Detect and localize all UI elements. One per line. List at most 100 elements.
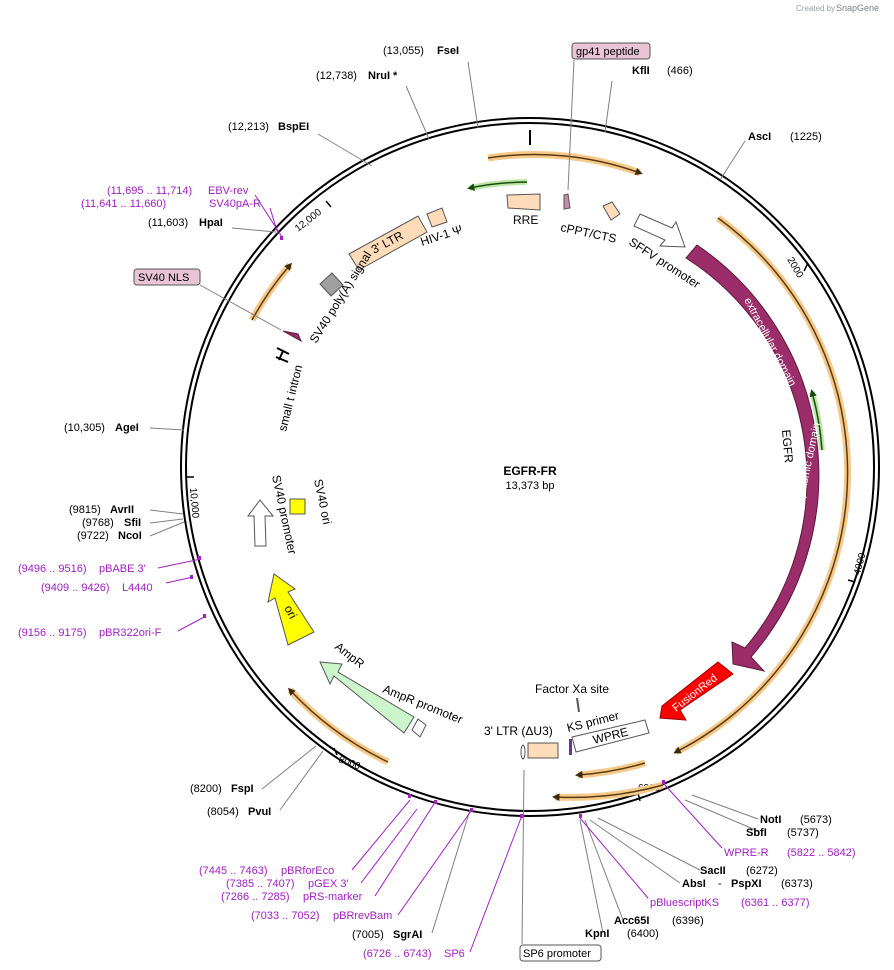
backbone-circle (180, 117, 880, 817)
extracellular-domain-label: extracellular domain (741, 296, 798, 389)
site-ncoi: NcoI (118, 530, 142, 542)
plasmid-size: 13,373 bp (506, 480, 555, 492)
rre-label: RRE (513, 213, 538, 227)
restriction-sites: (13,055) FseI (12,738) NruI * (12,213) B… (64, 45, 832, 941)
site-fspi: FspI (231, 783, 254, 795)
site-sgrai: SgrAI (393, 929, 422, 941)
site-avrii-pos: (9815) (69, 504, 101, 516)
primer-pbr322ori-range: (9156 .. 9175) (18, 627, 87, 639)
primer-pbluescriptks-range: (6361 .. 6377) (741, 897, 810, 909)
primer-sp6-range: (6726 .. 6743) (363, 948, 432, 960)
tick-label-8000: 8000 (337, 754, 362, 772)
site-asci-pos: (1225) (790, 131, 822, 143)
ori-feature: ori (267, 573, 315, 646)
site-fspi-pos: (8200) (190, 783, 222, 795)
site-agei: AgeI (115, 422, 139, 434)
site-sbfi-pos: (5737) (787, 827, 819, 839)
site-kfli: KflI (632, 65, 650, 77)
site-nrui: NruI * (368, 70, 398, 82)
primer-sv40pa-r-range: (11,641 .. 11,660) (81, 198, 166, 210)
site-pvui: PvuI (248, 806, 271, 818)
site-fsei-pos: (13,055) (383, 45, 424, 57)
rre-feature: RRE (506, 193, 541, 227)
primer-pgex3: pGEX 3' (308, 878, 349, 890)
primer-pbrforeco: pBRforEco (281, 865, 334, 877)
factor-xa-mark (576, 697, 580, 713)
plasmid-name: EGFR-FR (503, 464, 557, 478)
primer-leader-lines (157, 194, 723, 953)
tick-label-12000: 12,000 (293, 207, 324, 235)
hiv1-psi-label: HIV-1 Ψ (419, 222, 465, 249)
sv40-promoter-label: SV40 promoter (269, 474, 299, 556)
primer-labels: (11,695 .. 11,714) EBV-rev (11,641 .. 11… (18, 185, 856, 960)
fusionred-feature: FusionRed (659, 661, 734, 721)
site-kpni: KpnI (585, 928, 609, 940)
site-nrui-pos: (12,738) (316, 70, 357, 82)
ampr-promoter-arrow (411, 718, 427, 738)
site-pspxi: PspXI (731, 878, 762, 890)
site-acc65i: Acc65I (614, 915, 649, 927)
primer-pgex3-range: (7385 .. 7407) (226, 878, 295, 890)
site-asci: AscI (748, 131, 771, 143)
primer-sv40pa-r: SV40pA-R (209, 198, 261, 210)
primer-l4440: L4440 (122, 582, 153, 594)
factor-xa-label: Factor Xa site (535, 682, 609, 696)
site-ncoi-pos: (9722) (77, 530, 109, 542)
site-noti: NotI (760, 814, 781, 826)
site-sgrai-pos: (7005) (352, 929, 384, 941)
site-hpai: HpaI (199, 217, 223, 229)
primer-sp6: SP6 (444, 948, 465, 960)
sv40-ori-label: SV40 ori (311, 478, 334, 526)
site-agei-pos: (10,305) (64, 422, 105, 434)
site-fsei: FseI (437, 45, 459, 57)
site-acc65i-pos: (6396) (672, 915, 704, 927)
site-pspxi-pos: (6373) (781, 878, 813, 890)
site-hpai-pos: (11,603) (148, 217, 188, 229)
svg-text:SP6 promoter: SP6 promoter (523, 948, 591, 960)
site-kpni-pos: (6400) (627, 928, 659, 940)
small-t-intron-feature: small t intron (275, 347, 305, 433)
plasmid-center-label: EGFR-FR 13,373 bp (503, 464, 557, 492)
site-sfii: SfiI (124, 517, 141, 529)
site-bspei-pos: (12,213) (228, 121, 269, 133)
wpre-label: WPRE (591, 725, 629, 747)
primer-pbrforeco-range: (7445 .. 7463) (199, 865, 268, 877)
ori-label: ori (281, 603, 300, 621)
sv40-nls-label: SV40 NLS (133, 268, 201, 286)
sv40-polya-feature: SV40 poly(A) signal (307, 249, 375, 346)
cppt-label: cPPT/CTS (559, 220, 617, 245)
primer-pbrrevbam-range: (7033 .. 7052) (251, 910, 320, 922)
primer-wpre-r-range: (5822 .. 5842) (787, 847, 856, 859)
primer-pbr322ori: pBR322ori-F (99, 627, 162, 639)
site-pvui-pos: (8054) (207, 806, 239, 818)
leader-lines (149, 59, 759, 945)
primer-pbabe3: pBABE 3' (99, 563, 146, 575)
primer-pbabe3-range: (9496 .. 9516) (18, 563, 87, 575)
svg-text:Created by: Created by (796, 4, 835, 13)
egfr-label: EGFR (779, 429, 796, 464)
primer-wpre-r: WPRE-R (724, 847, 769, 859)
orf-arcs (248, 151, 852, 801)
sv40-ori-feature: SV40 ori (289, 478, 334, 526)
primer-marks (190, 236, 665, 818)
primer-prs-marker: pRS-marker (303, 891, 363, 903)
site-absi-dash: - (718, 878, 722, 890)
site-bspei: BspEI (278, 121, 309, 133)
site-sacii-pos: (6272) (746, 865, 778, 877)
site-absi: AbsI (682, 878, 706, 890)
sp6-promoter-label: SP6 promoter (519, 944, 602, 962)
primer-ebv-rev-range: (11,695 .. 11,714) (107, 185, 192, 197)
site-sbfi: SbfI (746, 827, 767, 839)
ltr-du3-feature: 3' LTR (ΔU3) (484, 724, 559, 760)
site-sfii-pos: (9768) (82, 517, 114, 529)
gp41-peptide-label: gp41 peptide (571, 42, 651, 60)
ltr-du3-label: 3' LTR (ΔU3) (484, 724, 553, 738)
cppt-feature: cPPT/CTS (559, 193, 621, 246)
primer-prs-marker-range: (7266 .. 7285) (221, 891, 290, 903)
primer-l4440-range: (9409 .. 9426) (41, 582, 110, 594)
svg-text:gp41 peptide: gp41 peptide (576, 46, 640, 58)
site-noti-pos: (5673) (800, 814, 832, 826)
primer-pbrrevbam: pBRrevBam (333, 910, 392, 922)
primer-ebv-rev: EBV-rev (208, 185, 249, 197)
